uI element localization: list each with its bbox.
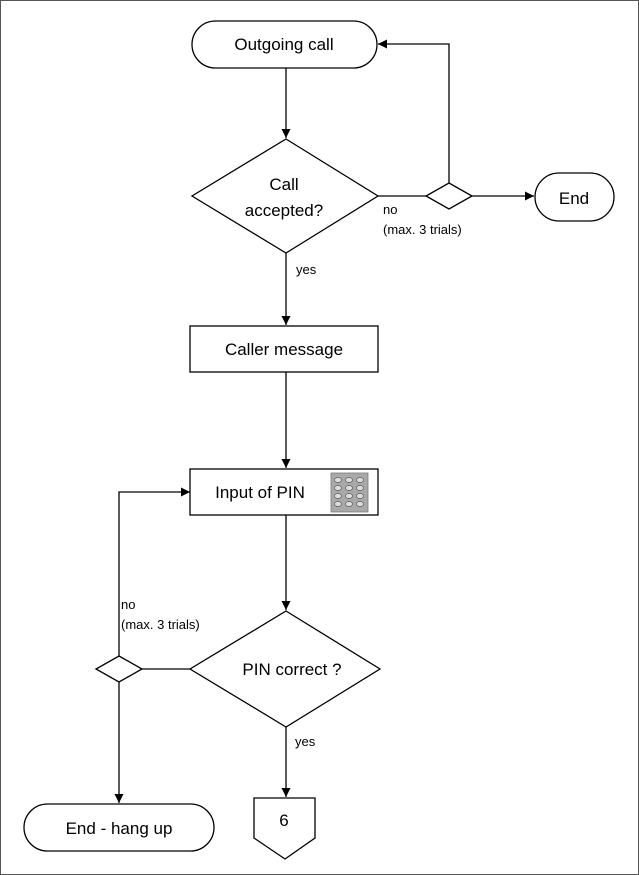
edge-label-pin-yes: yes [295,734,316,749]
edge-merge-retry-to-start [378,39,450,183]
merge-diamond-bottom [94,655,144,683]
edge-merge-retry-to-input [118,487,190,656]
decision-call-accepted-line2: accepted? [245,201,323,220]
keypad-icon [330,472,369,513]
decision-call-accepted-line1: Call [269,175,298,194]
decision-pin-correct: PIN correct ? [188,610,382,728]
decision-call-accepted: Call accepted? [190,138,380,254]
node-end-top: End [534,172,615,222]
node-end-hang-up: End - hang up [23,803,215,852]
edge-label-accepted-no: no [383,202,397,217]
decision-pin-correct-label: PIN correct ? [242,660,341,679]
node-caller-message: Caller message [189,325,379,373]
node-caller-message-label: Caller message [225,340,343,359]
node-end-hang-up-label: End - hang up [66,819,173,838]
edge-label-accepted-no-trials: (max. 3 trials) [383,222,462,237]
offpage-connector-6: 6 [253,797,316,860]
merge-diamond-top [424,182,474,210]
node-outgoing-call-label: Outgoing call [234,35,333,54]
node-input-of-pin-label: Input of PIN [215,483,305,502]
offpage-connector-label: 6 [279,811,288,830]
edge-label-accepted-yes: yes [296,262,317,277]
node-end-top-label: End [559,189,589,208]
edge-label-pin-no: no [121,597,135,612]
node-outgoing-call: Outgoing call [191,20,378,69]
node-input-of-pin: Input of PIN [189,468,379,516]
edge-label-pin-no-trials: (max. 3 trials) [121,617,200,632]
